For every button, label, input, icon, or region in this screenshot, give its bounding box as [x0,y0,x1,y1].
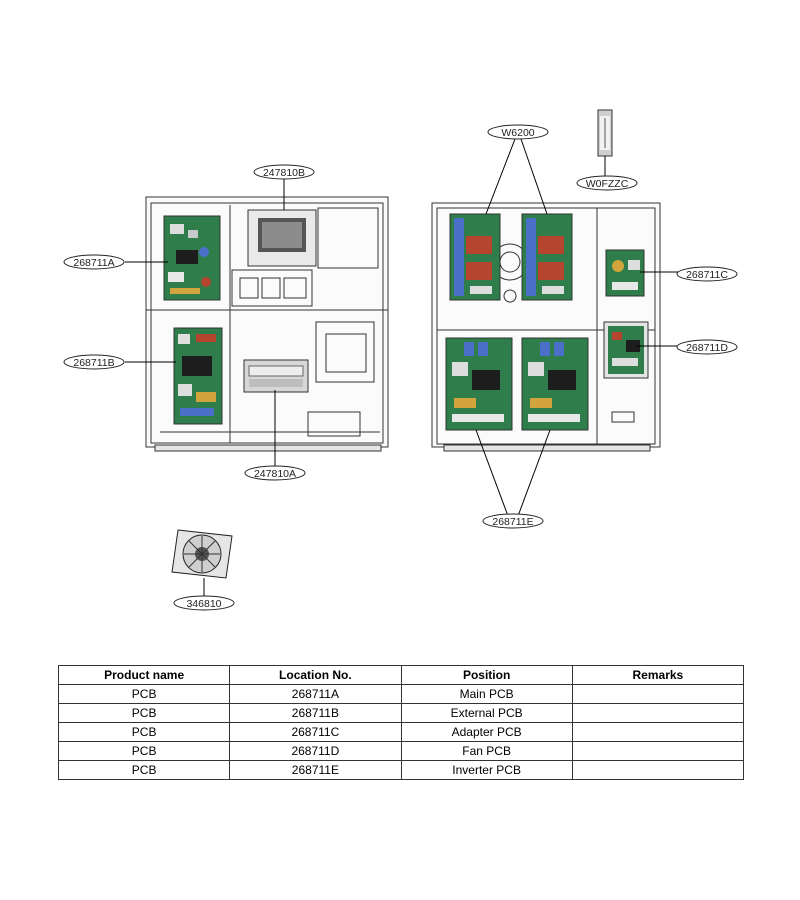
cell-product-name: PCB [57,741,231,761]
table-row: PCB 268711C Adapter PCB [57,722,745,742]
callout-346810: 346810 [173,595,235,611]
cell-position: Main PCB [400,684,573,704]
external-pcb [173,327,223,425]
cell-remarks [571,741,745,761]
callout-label: 247810A [254,468,296,480]
cell-location-no: 268711B [229,703,402,723]
callout-label: 268711B [73,357,114,369]
reactor-left [449,213,501,301]
table-header-row: Product name Location No. Position Remar… [57,665,745,685]
exploded-parts-diagram: 247810B 268711A 268711B 247810A [63,109,738,611]
cell-location-no: 268711C [229,722,402,742]
callout-w0fzzc: W0FZZC [576,175,638,191]
callout-label: 268711C [686,269,728,281]
callout-w6200: W6200 [487,124,549,140]
column-header: Product name [57,665,231,685]
cell-remarks [571,684,745,704]
main-pcb [163,215,221,301]
cell-location-no: 268711D [229,741,402,761]
callout-268711d: 268711D [676,339,738,355]
table-row: PCB 268711A Main PCB [57,684,745,704]
callout-label: W0FZZC [586,178,629,190]
cell-position: Adapter PCB [400,722,573,742]
column-header: Remarks [571,665,745,685]
reactor-right [521,213,573,301]
callout-268711b: 268711B [63,354,125,370]
cell-remarks [571,703,745,723]
fan-pcb [603,321,649,379]
cell-product-name: PCB [57,684,231,704]
callout-label: 268711D [686,342,728,354]
cell-position: Fan PCB [400,741,573,761]
column-header: Location No. [229,665,402,685]
inverter-pcb-right [521,337,589,431]
callout-268711c: 268711C [676,266,738,282]
callout-lines-right [475,138,680,517]
cell-product-name: PCB [57,722,231,742]
adapter-pcb [605,249,645,297]
callout-268711e: 268711E [482,513,544,529]
callout-label: 346810 [186,598,221,610]
column-header: Position [400,665,573,685]
cell-position: External PCB [400,703,573,723]
callout-label: W6200 [501,127,534,139]
table-row: PCB 268711B External PCB [57,703,745,723]
callout-label: 268711E [492,516,533,528]
callout-label: 268711A [73,257,114,269]
cell-remarks [571,760,745,780]
callout-268711a: 268711A [63,254,125,270]
cell-product-name: PCB [57,703,231,723]
cell-location-no: 268711E [229,760,402,780]
fuse [597,109,613,157]
top-panel [247,209,317,267]
cell-location-no: 268711A [229,684,402,704]
cell-remarks [571,722,745,742]
table-row: PCB 268711E Inverter PCB [57,760,745,780]
cooling-fan [171,529,233,596]
callout-247810b: 247810B [253,164,315,180]
cell-position: Inverter PCB [400,760,573,780]
callout-247810a: 247810A [244,465,306,481]
callout-lines-left [125,179,285,468]
inverter-pcb-left [445,337,513,431]
parts-table: Product name Location No. Position Remar… [57,665,745,780]
table-row: PCB 268711D Fan PCB [57,741,745,761]
callout-label: 247810B [263,167,305,179]
terminal-block [243,359,309,393]
cell-product-name: PCB [57,760,231,780]
